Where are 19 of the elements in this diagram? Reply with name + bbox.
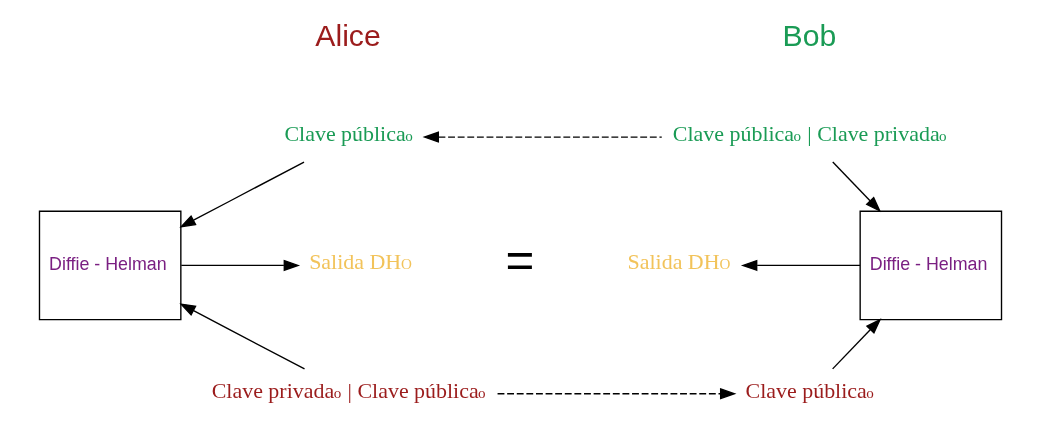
arrow xyxy=(179,303,306,370)
arrow xyxy=(180,259,301,272)
label: Bob xyxy=(782,18,837,52)
node-box: Diffie - Helman xyxy=(859,210,1003,321)
node-box: Diffie - Helman xyxy=(38,210,182,321)
arrow xyxy=(831,318,882,370)
node-text: Salida DHO xyxy=(627,249,731,275)
label: Alice xyxy=(315,18,381,52)
node-text: Clave privadao | Clave públicao xyxy=(211,377,486,403)
node-text: Clave públicao xyxy=(284,120,413,146)
arrow xyxy=(422,131,663,143)
arrow xyxy=(740,259,861,272)
label: = xyxy=(505,232,535,288)
node-text: Clave públicao xyxy=(745,377,874,403)
arrow xyxy=(179,161,305,228)
arrow xyxy=(832,161,882,213)
node-text: Salida DHO xyxy=(309,249,412,275)
arrow xyxy=(496,387,737,400)
node-text: Clave públicao | Clave privadao xyxy=(672,120,947,146)
